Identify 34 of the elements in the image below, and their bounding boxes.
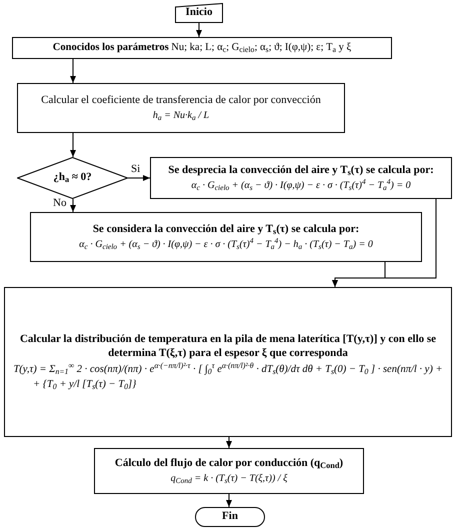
node-label: Fin (222, 510, 238, 524)
process-box (94, 448, 364, 494)
process-box (12, 37, 392, 59)
manual-input-shape (175, 3, 223, 23)
arrow (196, 22, 202, 38)
formula: h$_{a}$ = Nu·k$_{a}$ / L (152, 110, 210, 122)
arrow (128, 175, 150, 181)
node-label: Se desprecia la convección del aire y T$_{s}$(τ) se calcula por: (168, 164, 434, 178)
edge-label: No (52, 198, 68, 209)
node-label: Calcular la distribución de temperatura en la pila de mena laterítica [T(y,τ)] y con ello se determina T(ξ,τ) para el espesor ξ que corresponda (18, 333, 438, 361)
process-box (17, 83, 345, 133)
decision-diamond (17, 157, 128, 199)
arrow (70, 132, 76, 158)
formula: T(y,τ) = Σ$_{n=1}$$^{∞}$ 2 · cos(nπ)/(nπ) · e$^{α·(−nπ/l)²·τ}$ · [ ∫$_{0}$$^{τ}$ e$^{α·(nπ/l)²·θ}$ · dT$_{s}$(θ)/dτ dθ + T$_{s}$(0) − T$_{0}$ ] · sen(nπ/l · y) + (13, 362, 443, 376)
node-label: Cálculo del flujo de calor por conducción (q$_{Cond}$) (114, 456, 344, 471)
arrow (70, 198, 76, 212)
process-box (30, 212, 422, 262)
formula: + {T$_{0}$ + y/l [T$_{s}$(τ) − T$_{0}$]} (32, 378, 136, 391)
node-label: Calcular el coeficiente de transferencia de calor por convección (41, 94, 321, 108)
node-label: Inicio (186, 6, 212, 20)
formula: q$_{Cond}$ = k · (T$_{s}$(τ) − T(ξ,τ)) / ξ (170, 472, 288, 486)
node-label: Conocidos los parámetros Nu; ka; L; α$_{c}$; G$_{cielo}$; α$_{s}$; ϑ; I(φ,ψ); ε; T$_{a}$ y ξ (52, 41, 352, 55)
process-box (150, 157, 452, 199)
formula: α$_{c}$ · G$_{cielo}$ + (α$_{s}$ − ϑ) · I(φ,ψ) − ε · σ · (T$_{s}$(τ)$^{4}$ − T$_{a}$$^{4}$) = 0 (191, 180, 411, 192)
arrow (226, 436, 232, 448)
node-label: ¿h$_{a}$ ≈ 0? (53, 171, 92, 185)
arrow (332, 198, 436, 288)
node-label: Se considera la convección del aire y T$_{s}$(τ) se calcula por: (92, 222, 360, 237)
formula: α$_{c}$ · G$_{cielo}$ + (α$_{s}$ − ϑ) · I(φ,ψ) − ε · σ · (T$_{s}$(τ)$^{4}$ − T$_{a}$$^{4}$) − h$_{a}$ · (T$_{s}$(τ) − T$_{a}$) = 0 (79, 238, 373, 252)
terminal-shape (195, 507, 265, 527)
edge-label: Si (130, 164, 142, 175)
process-box (4, 287, 452, 437)
arrow (226, 494, 232, 508)
arrow (70, 58, 76, 84)
